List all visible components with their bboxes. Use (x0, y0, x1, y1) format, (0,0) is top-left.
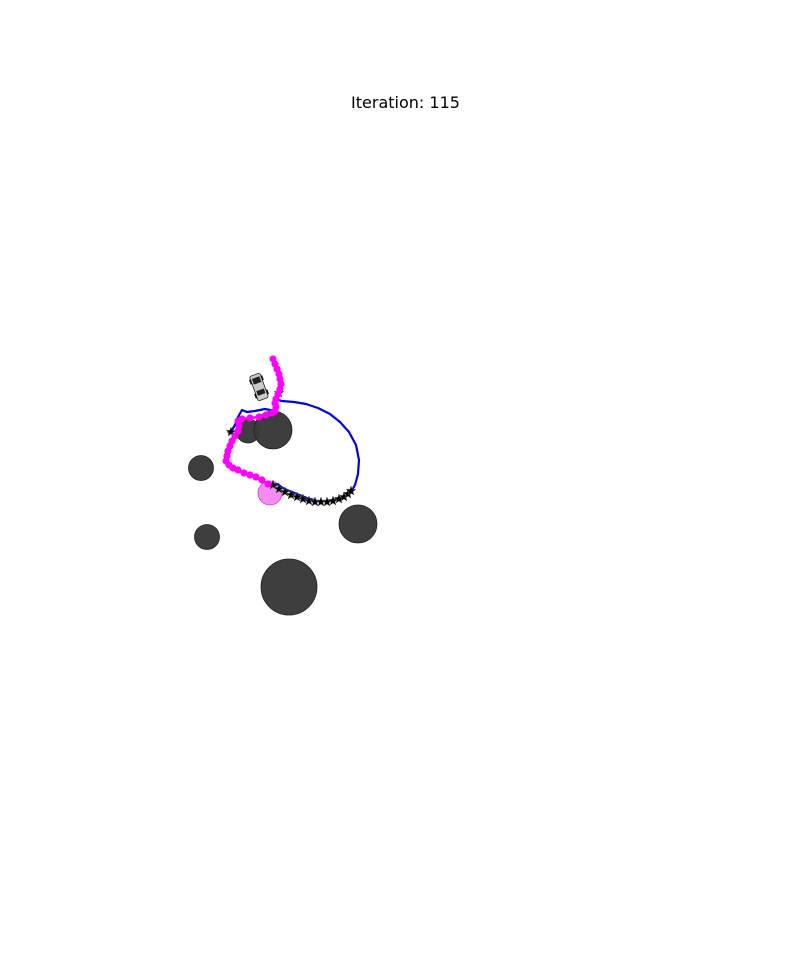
horizon-star-marker (345, 485, 357, 496)
obstacle-layer (188, 410, 378, 616)
chart-title: Iteration: 115 (351, 93, 460, 112)
trajectory-point (268, 409, 276, 417)
trajectory-point (252, 473, 260, 481)
vehicle-wheel (249, 379, 253, 385)
vehicle-layer (249, 373, 269, 401)
planned-path-line (273, 398, 361, 503)
vehicle-wheel (265, 389, 269, 395)
horizon-star-marker (273, 483, 285, 494)
obstacle-circle (194, 524, 220, 550)
trajectory-point (240, 469, 248, 477)
trajectory-point (246, 471, 254, 479)
vehicle-wheel (260, 375, 264, 381)
horizon-layer (225, 387, 357, 507)
trajectory-point (246, 414, 254, 422)
horizon-star-marker (297, 493, 309, 504)
horizon-star-marker (291, 491, 303, 502)
planned-path-lead-line (227, 407, 276, 434)
horizon-star-marker (285, 489, 297, 500)
trajectory-point (262, 411, 270, 419)
vehicle-rear-window (256, 388, 266, 396)
trajectory-point (255, 413, 263, 421)
trajectory-point (234, 466, 242, 474)
obstacle-circle (188, 455, 214, 481)
horizon-star-marker (279, 486, 291, 497)
vehicle-icon (249, 373, 269, 401)
trajectory-point (264, 480, 272, 488)
vehicle-windshield (251, 376, 262, 385)
obstacle-circle (260, 558, 318, 616)
trajectory-point (258, 476, 266, 484)
planned-path-layer (227, 398, 361, 503)
obstacle-circle (338, 504, 378, 544)
trajectory-layer (222, 355, 285, 488)
horizon-star-marker (303, 495, 315, 506)
vehicle-wheel (254, 393, 258, 399)
